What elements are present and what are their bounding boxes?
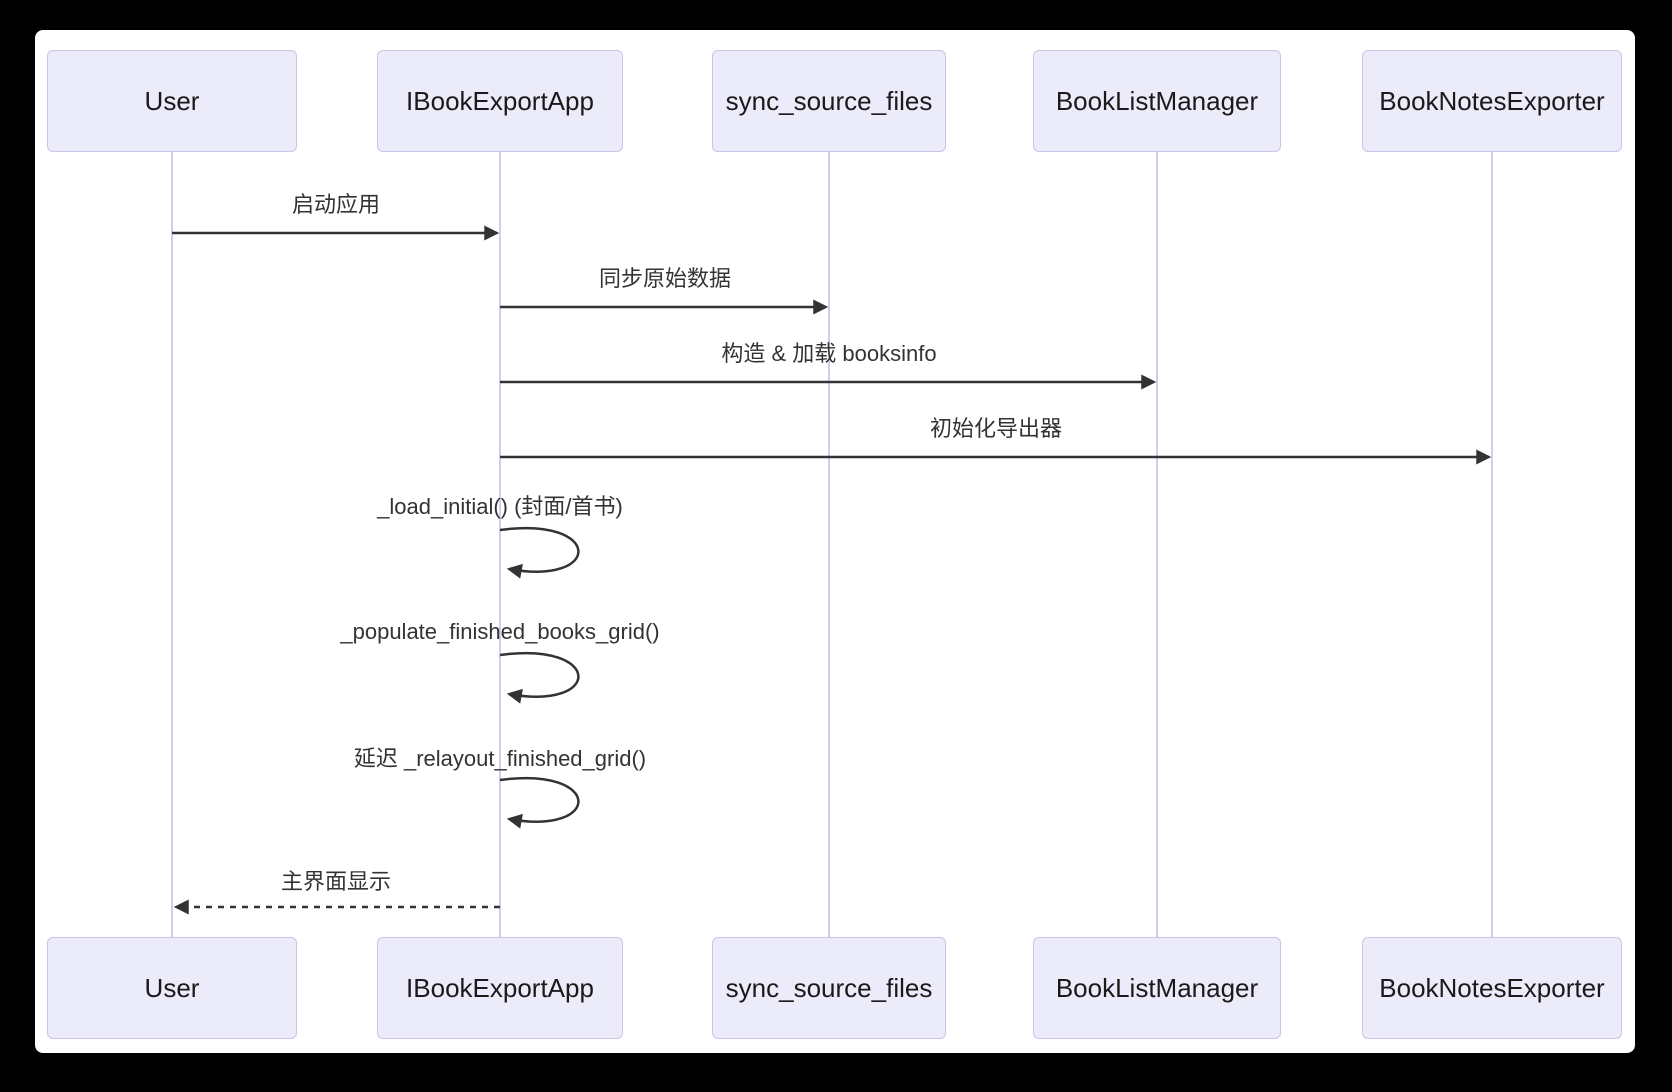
diagram-geometry: [171, 152, 1493, 937]
actor-bottom-sync-source-files: sync_source_files: [712, 937, 946, 1039]
self-loop-populate-grid: [499, 652, 580, 704]
message-label-init-exporter: 初始化导出器: [929, 416, 1063, 441]
actor-label: BookNotesExporter: [1379, 972, 1605, 1003]
actor-top-ibookexportapp: IBookExportApp: [377, 50, 623, 152]
self-loop-relayout-grid: [499, 777, 580, 829]
actor-label: BookNotesExporter: [1379, 85, 1605, 116]
actor-bottom-ibookexportapp: IBookExportApp: [377, 937, 623, 1039]
message-label-main-ui: 主界面显示: [280, 869, 392, 894]
actor-label: sync_source_files: [725, 85, 933, 116]
actor-bottom-booknotesexporter: BookNotesExporter: [1362, 937, 1622, 1039]
actor-label: User: [144, 972, 200, 1003]
actor-top-user: User: [47, 50, 297, 152]
message-label-sync-source: 同步原始数据: [598, 266, 732, 291]
actor-label: IBookExportApp: [406, 972, 594, 1003]
actor-label: User: [144, 85, 200, 116]
actor-top-booklistmanager: BookListManager: [1033, 50, 1281, 152]
message-label-populate-grid: _populate_finished_books_grid(): [340, 619, 660, 644]
self-loop-load-initial: [499, 527, 580, 579]
actor-top-booknotesexporter: BookNotesExporter: [1362, 50, 1622, 152]
actor-label: IBookExportApp: [406, 85, 594, 116]
message-label-launch-app: 启动应用: [291, 192, 381, 217]
actor-label: sync_source_files: [725, 972, 933, 1003]
actor-label: BookListManager: [1055, 85, 1259, 116]
actor-top-sync-source-files: sync_source_files: [712, 50, 946, 152]
actor-bottom-booklistmanager: BookListManager: [1033, 937, 1281, 1039]
message-label-load-booksinfo: 构造 & 加载 booksinfo: [721, 341, 937, 366]
sequence-diagram-panel: User IBookExportApp sync_source_files Bo…: [35, 30, 1635, 1053]
actor-label: BookListManager: [1055, 972, 1259, 1003]
message-label-load-initial: _load_initial() (封面/首书): [377, 494, 623, 519]
message-label-relayout-grid: 延迟 _relayout_finished_grid(): [353, 746, 647, 771]
actor-bottom-user: User: [47, 937, 297, 1039]
